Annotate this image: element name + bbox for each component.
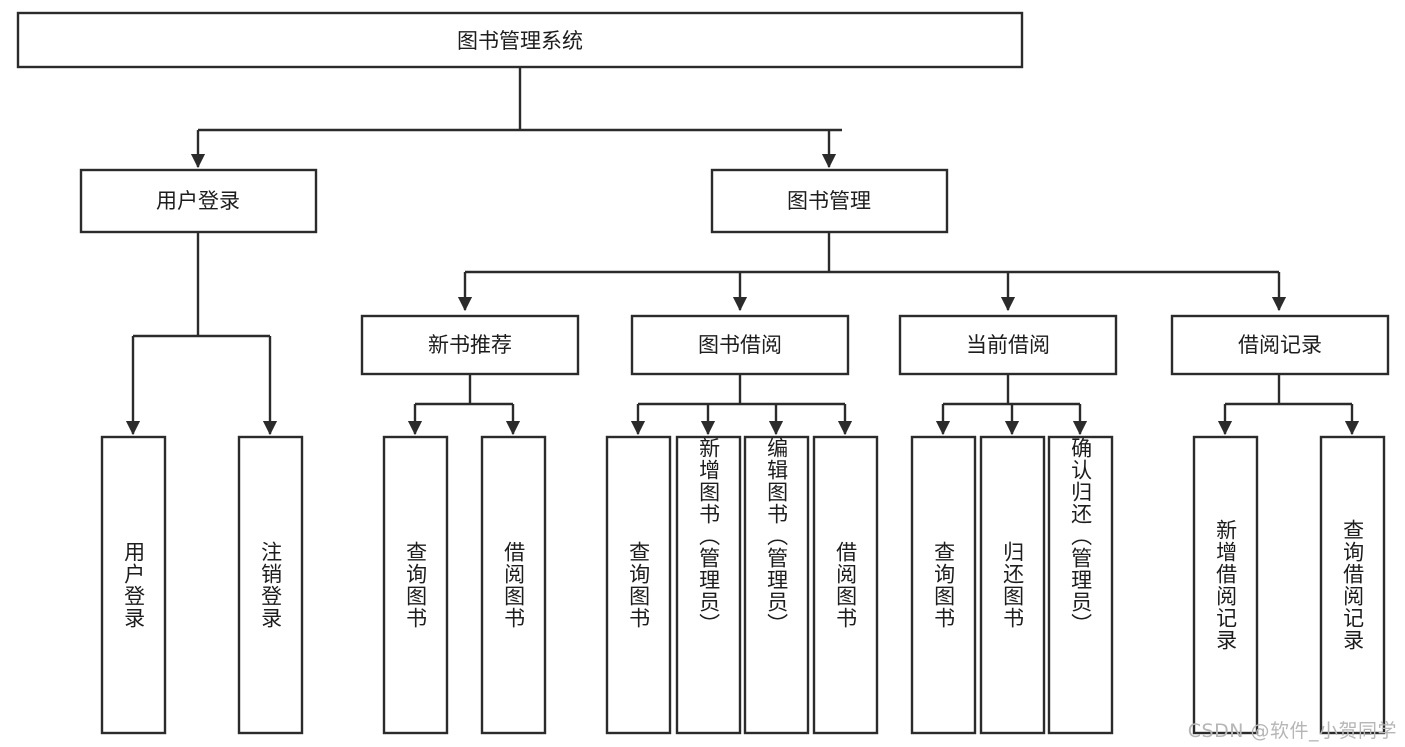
leaf-box-confirm-return[interactable] <box>1047 435 1114 735</box>
connector-bookborrow-to-leaves <box>630 374 853 436</box>
leaf-box-query-record[interactable] <box>1319 435 1386 735</box>
node-borrow-record[interactable]: 借阅记录 <box>1170 314 1390 376</box>
leaf-box-query-book-3[interactable] <box>910 435 977 735</box>
connector-root-to-level2 <box>190 67 842 169</box>
node-current-borrow[interactable]: 当前借阅 <box>898 314 1118 376</box>
node-book-borrow[interactable]: 图书借阅 <box>630 314 850 376</box>
leaf-box-return-book[interactable] <box>979 435 1046 735</box>
leaf-box-borrow-book-2[interactable] <box>812 435 879 735</box>
node-book-borrow-label: 图书借阅 <box>698 333 782 357</box>
connector-userlogin-to-leaves <box>125 232 278 436</box>
leaf-box-query-book-2[interactable] <box>605 435 672 735</box>
connector-newbook-to-leaves <box>407 374 521 436</box>
csdn-watermark: CSDN @软件_小贺同学 <box>1187 720 1397 742</box>
node-current-borrow-label: 当前借阅 <box>966 333 1050 357</box>
node-new-book-recommend[interactable]: 新书推荐 <box>360 314 580 376</box>
leaf-box-user-login[interactable] <box>100 435 167 735</box>
leaf-box-borrow-book-1[interactable] <box>480 435 547 735</box>
node-new-book-recommend-label: 新书推荐 <box>428 333 512 357</box>
connector-bookmgmt-to-level3 <box>457 232 1287 312</box>
node-book-management-label: 图书管理 <box>787 189 871 213</box>
node-book-management[interactable]: 图书管理 <box>710 168 949 234</box>
leaf-box-query-book-1[interactable] <box>382 435 449 735</box>
node-root[interactable]: 图书管理系统 <box>16 11 1024 69</box>
node-root-label: 图书管理系统 <box>457 29 583 53</box>
leaf-box-edit-book[interactable] <box>743 435 810 735</box>
node-borrow-record-label: 借阅记录 <box>1238 333 1322 357</box>
leaf-box-add-book[interactable] <box>675 435 742 735</box>
node-user-login-label: 用户登录 <box>156 189 240 213</box>
leaf-box-logout[interactable] <box>237 435 304 735</box>
node-user-login[interactable]: 用户登录 <box>79 168 318 234</box>
leaf-box-add-record[interactable] <box>1192 435 1259 735</box>
connector-borrowrecord-to-leaves <box>1217 374 1360 436</box>
connector-currentborrow-to-leaves <box>935 374 1088 436</box>
